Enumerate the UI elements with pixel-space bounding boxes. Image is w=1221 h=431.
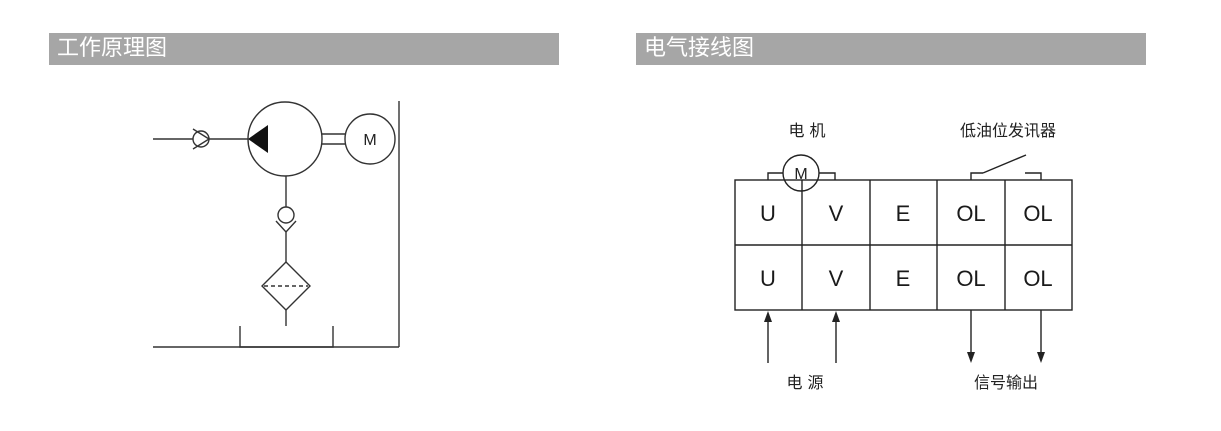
- wiring-diagram-title: 电气接线图: [636, 33, 1146, 65]
- terminal-r2-e: E: [896, 266, 911, 291]
- pump-icon: [247, 101, 323, 177]
- terminal-r1-ol2: OL: [1023, 201, 1052, 226]
- label-power-supply: 电 源: [786, 373, 823, 392]
- signal-output-arrow-1: [967, 310, 975, 363]
- terminal-r1-e: E: [896, 201, 911, 226]
- wiring-schematic: 电 机 低油位发讯器 M U V E OL OL U: [734, 121, 1073, 392]
- power-input-arrow-v: [832, 311, 840, 363]
- filter-icon: [261, 261, 311, 311]
- terminal-r1-v: V: [829, 201, 844, 226]
- wiring-motor-icon: M: [782, 154, 820, 192]
- power-input-arrow-u: [764, 311, 772, 363]
- tank-icon: [239, 326, 334, 348]
- label-low-oil-sensor: 低油位发讯器: [960, 121, 1056, 140]
- motor-icon: M: [344, 113, 396, 165]
- label-motor: 电 机: [788, 121, 825, 140]
- hydraulic-schematic: M: [153, 101, 400, 348]
- motor-symbol-label: M: [363, 132, 376, 149]
- terminal-r2-v: V: [829, 266, 844, 291]
- hydraulic-diagram-title: 工作原理图: [49, 33, 559, 65]
- terminal-r2-ol2: OL: [1023, 266, 1052, 291]
- terminal-r1-u: U: [760, 201, 776, 226]
- wiring-motor-symbol-label: M: [794, 166, 807, 183]
- terminal-block: U V E OL OL U V E OL OL: [734, 179, 1073, 311]
- inlet-check-valve-icon: [192, 128, 211, 150]
- terminal-r2-ol1: OL: [956, 266, 985, 291]
- label-signal-output: 信号输出: [974, 373, 1038, 392]
- terminal-r2-u: U: [760, 266, 776, 291]
- outlet-check-valve-icon: [275, 206, 297, 234]
- terminal-r1-ol1: OL: [956, 201, 985, 226]
- low-oil-switch-icon: [970, 154, 1042, 180]
- motor-wire-v: [819, 172, 836, 180]
- signal-output-arrow-2: [1037, 310, 1045, 363]
- motor-wire-u: [767, 172, 783, 180]
